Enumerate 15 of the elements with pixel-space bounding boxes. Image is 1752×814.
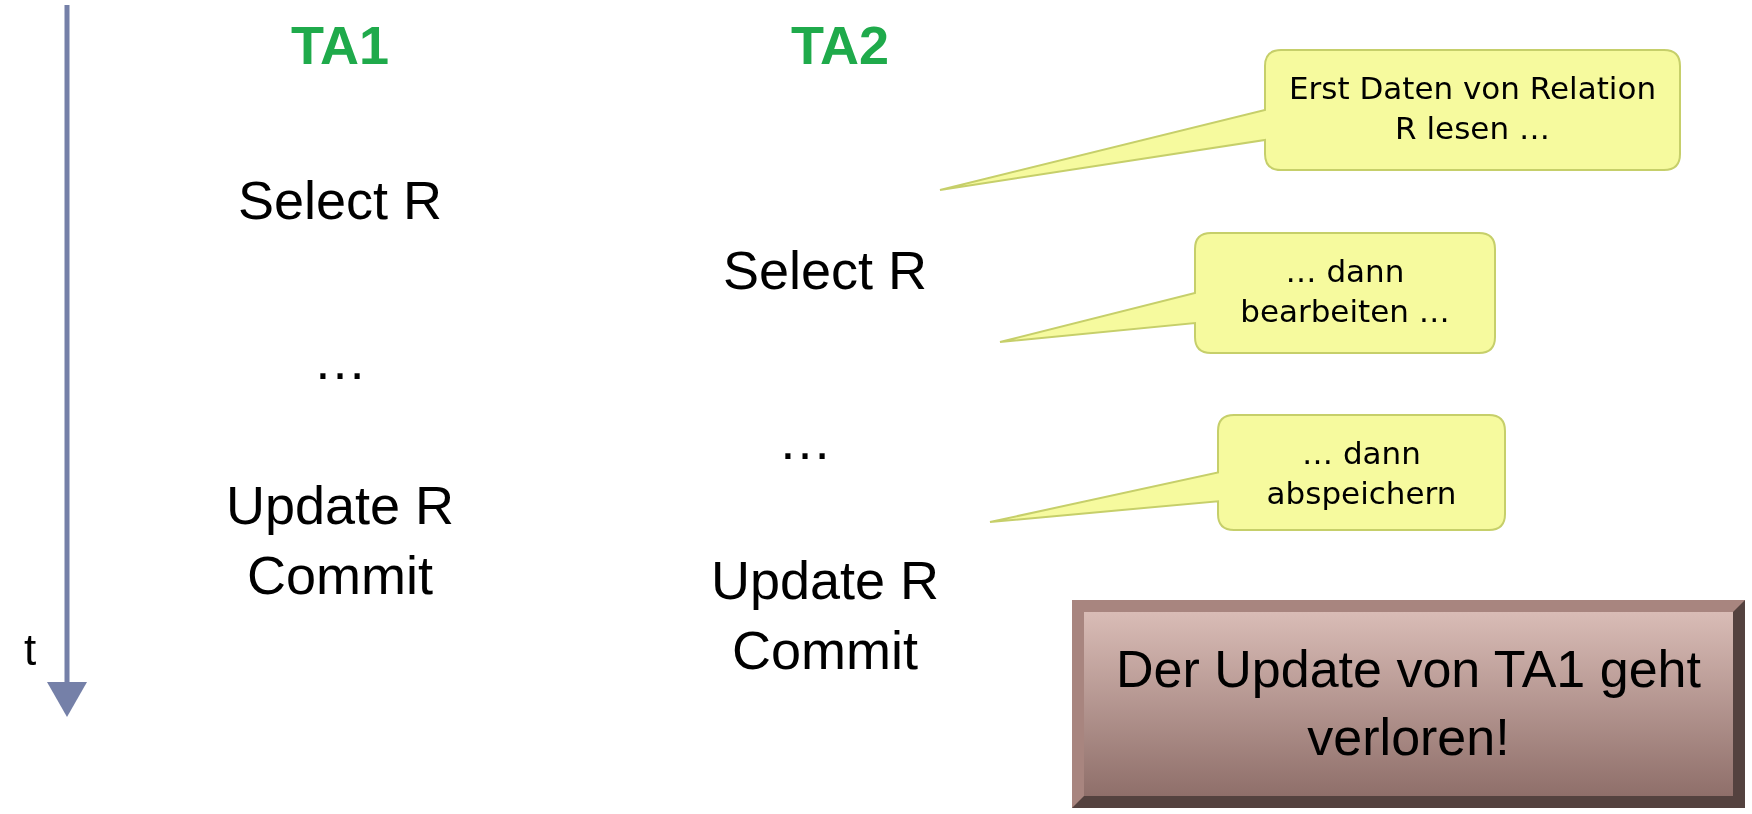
message-box: Der Update von TA1 geht verloren! [1072,600,1745,808]
callout-text: Erst Daten von Relation R lesen … [1287,69,1658,149]
ellipsis: … [778,409,832,471]
ellipsis: … [313,329,367,391]
statement-text: Select R [237,169,443,231]
statement-text: Select R [722,239,928,301]
column-heading: TA1 [291,14,389,76]
callout-text: … dann abspeichern [1265,434,1458,514]
statement-text: Commit [732,619,918,681]
statement-text: Update R [225,474,455,536]
axis-label: t [23,625,37,675]
column-heading: TA2 [791,14,889,76]
callout-text: … dann bearbeiten … [1239,252,1451,332]
statement-text: Update R [710,549,940,611]
statement-text: Commit [247,544,433,606]
